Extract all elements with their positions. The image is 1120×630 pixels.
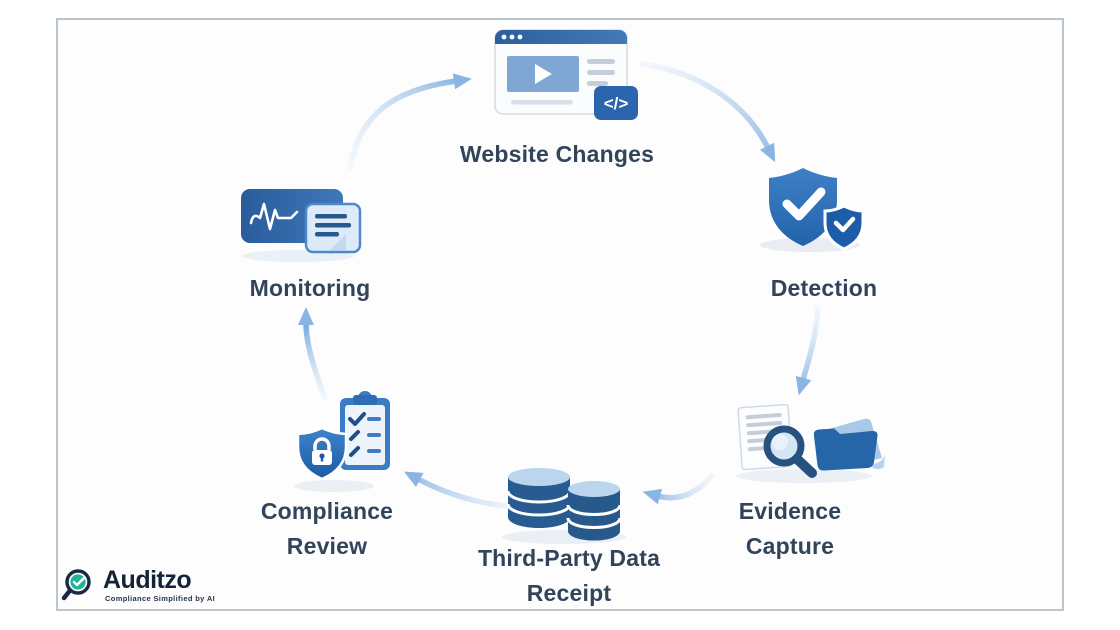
shield-check-icon <box>760 168 865 252</box>
browser-video-code-icon: </> <box>494 29 638 120</box>
label-website-changes: Website Changes <box>459 141 655 167</box>
magnifier-check-logo-icon <box>61 569 91 601</box>
document-magnifier-folder-icon <box>736 403 885 483</box>
label-evidence-capture: Evidence Capture <box>738 498 842 559</box>
clipboard-shield-lock-icon <box>294 391 390 492</box>
database-stacks-icon <box>502 468 626 544</box>
label-third-party-data-receipt: Third-Party Data Receipt <box>477 545 661 606</box>
label-monitoring: Monitoring <box>249 275 371 301</box>
logo-name: Auditzo <box>103 566 192 594</box>
label-detection: Detection <box>770 275 878 301</box>
auditzo-logo: Auditzo Compliance Simplified by AI <box>60 567 215 609</box>
code-badge-label: </> <box>604 94 629 113</box>
logo-tagline: Compliance Simplified by AI <box>105 594 216 603</box>
label-compliance-review: Compliance Review <box>260 498 394 559</box>
monitor-pulse-note-icon <box>241 189 362 262</box>
